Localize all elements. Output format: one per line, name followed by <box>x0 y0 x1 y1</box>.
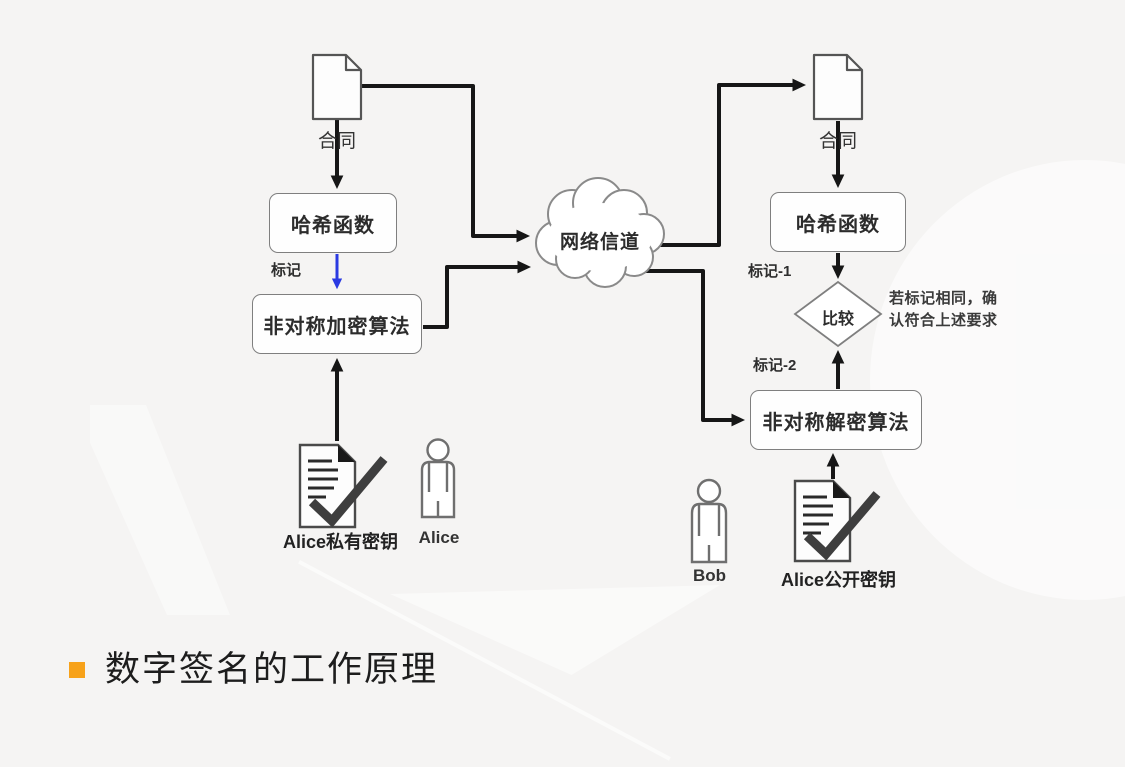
alice-person-icon <box>420 438 456 519</box>
alice-label: Alice <box>418 528 460 547</box>
compare-label: 比较 <box>821 311 854 328</box>
private-key-label: Alice私有密钥 <box>282 532 399 552</box>
network-channel-label: 网络信道 <box>559 232 640 253</box>
contract-doc-fold-receiver <box>845 55 862 72</box>
hash-function-box-receiver: 哈希函数 <box>770 192 906 252</box>
bullet-square-icon <box>69 662 85 678</box>
private-key-doc-icon <box>298 443 388 529</box>
asymmetric-decrypt-box: 非对称解密算法 <box>750 390 922 450</box>
connector-contract-to-cloud <box>361 84 530 243</box>
checkmark-icon <box>803 491 881 561</box>
digest-label-sender: 标记 <box>271 262 302 279</box>
connector-encrypt-to-cloud <box>423 260 531 329</box>
bob-person-icon <box>690 478 728 564</box>
bob-label: Bob <box>692 566 727 585</box>
contract-label-sender: 合同 <box>317 131 356 152</box>
public-key-label: Alice公开密钥 <box>780 570 897 590</box>
digest1-label: 标记-1 <box>748 263 792 280</box>
checkmark-icon <box>308 456 388 528</box>
contract-label-receiver: 合同 <box>818 131 857 152</box>
slide-caption: 数字签名的工作原理 <box>105 650 439 689</box>
contract-doc-icon-sender <box>311 53 363 121</box>
hash-function-box-sender: 哈希函数 <box>269 193 397 253</box>
connector-cloud-to-decrypt <box>634 269 745 427</box>
connector-cloud-to-contract-right <box>659 78 806 247</box>
network-cloud-icon <box>535 177 665 288</box>
contract-doc-fold-sender <box>344 55 361 72</box>
digest2-label: 标记-2 <box>753 357 797 374</box>
compare-diamond-icon <box>793 280 883 348</box>
asymmetric-encrypt-box: 非对称加密算法 <box>252 294 422 354</box>
compare-note-line2: 认符合上述要求 <box>889 312 998 329</box>
public-key-doc-icon <box>793 479 881 563</box>
contract-doc-icon-receiver <box>812 53 864 121</box>
compare-note-line1: 若标记相同，确 <box>889 290 998 307</box>
